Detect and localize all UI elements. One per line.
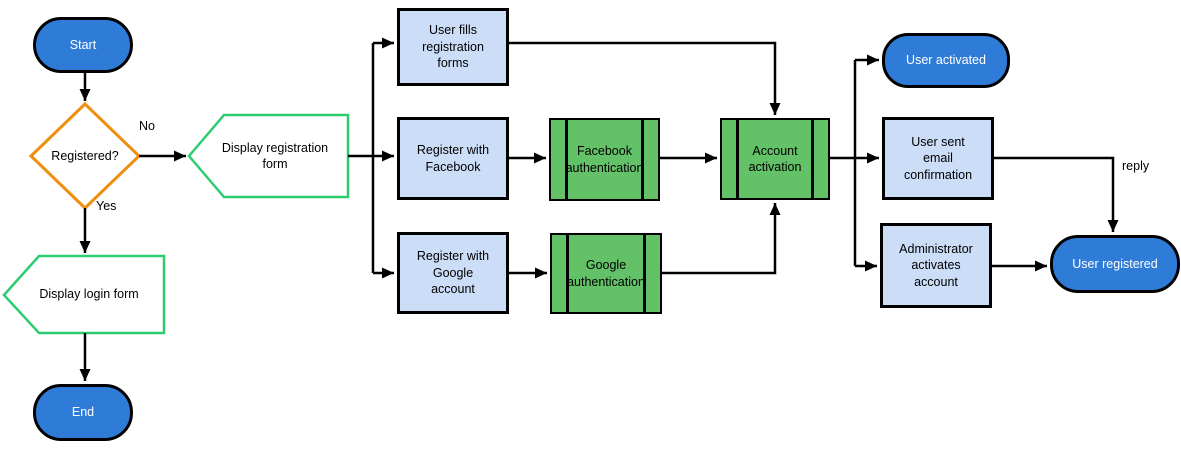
edge-label-reply: reply — [1122, 159, 1150, 173]
display-login-label: Display login form — [39, 287, 139, 302]
decision-registered-node[interactable]: Registered? — [31, 104, 139, 208]
account-activation-label: Account activation — [748, 143, 802, 175]
account-activation-node[interactable]: Account activation — [720, 118, 830, 200]
connector-trunks — [348, 43, 857, 273]
end-node[interactable]: End — [33, 384, 133, 441]
subprocess-bar-left — [565, 120, 568, 199]
subprocess-bar-left — [736, 120, 739, 198]
start-label: Start — [69, 37, 97, 52]
register-google-label: Register with Google account — [416, 249, 490, 297]
user-sent-email-node[interactable]: User sent email confirmation — [882, 117, 994, 200]
display-login-shape[interactable] — [2, 254, 166, 335]
start-node[interactable]: Start — [33, 17, 133, 73]
user-sent-email-label: User sent email confirmation — [903, 134, 973, 182]
register-facebook-label: Register with Facebook — [416, 143, 490, 174]
display-registration-node[interactable]: Display registration form — [214, 115, 336, 197]
admin-activates-node[interactable]: Administrator activates account — [880, 223, 992, 308]
facebook-auth-label: Facebook authentication — [565, 144, 644, 175]
subprocess-bar-right — [811, 120, 814, 198]
decision-registered-label: Registered? — [51, 148, 119, 163]
subprocess-bar-left — [566, 235, 569, 312]
flow-arrows — [79, 37, 1119, 381]
user-activated-node[interactable]: User activated — [882, 33, 1010, 88]
user-activated-label: User activated — [906, 53, 986, 68]
google-auth-node[interactable]: Google authentication — [550, 233, 662, 314]
user-registered-label: User registered — [1072, 256, 1158, 271]
user-fills-node[interactable]: User fills registration forms — [397, 8, 509, 86]
edge-label-yes: Yes — [96, 199, 117, 213]
display-login-node[interactable]: Display login form — [24, 256, 154, 333]
facebook-auth-node[interactable]: Facebook authentication — [549, 118, 660, 201]
subprocess-bar-right — [641, 120, 644, 199]
admin-activates-label: Administrator activates account — [899, 241, 973, 289]
user-registered-node[interactable]: User registered — [1050, 235, 1180, 293]
google-auth-label: Google authentication — [567, 258, 645, 289]
subprocess-bar-right — [643, 235, 646, 312]
end-label: End — [71, 405, 95, 420]
edge-label-no: No — [139, 119, 155, 133]
register-google-node[interactable]: Register with Google account — [397, 232, 509, 314]
user-fills-label: User fills registration forms — [422, 23, 484, 71]
register-facebook-node[interactable]: Register with Facebook — [397, 117, 509, 200]
display-registration-label: Display registration form — [221, 140, 329, 172]
